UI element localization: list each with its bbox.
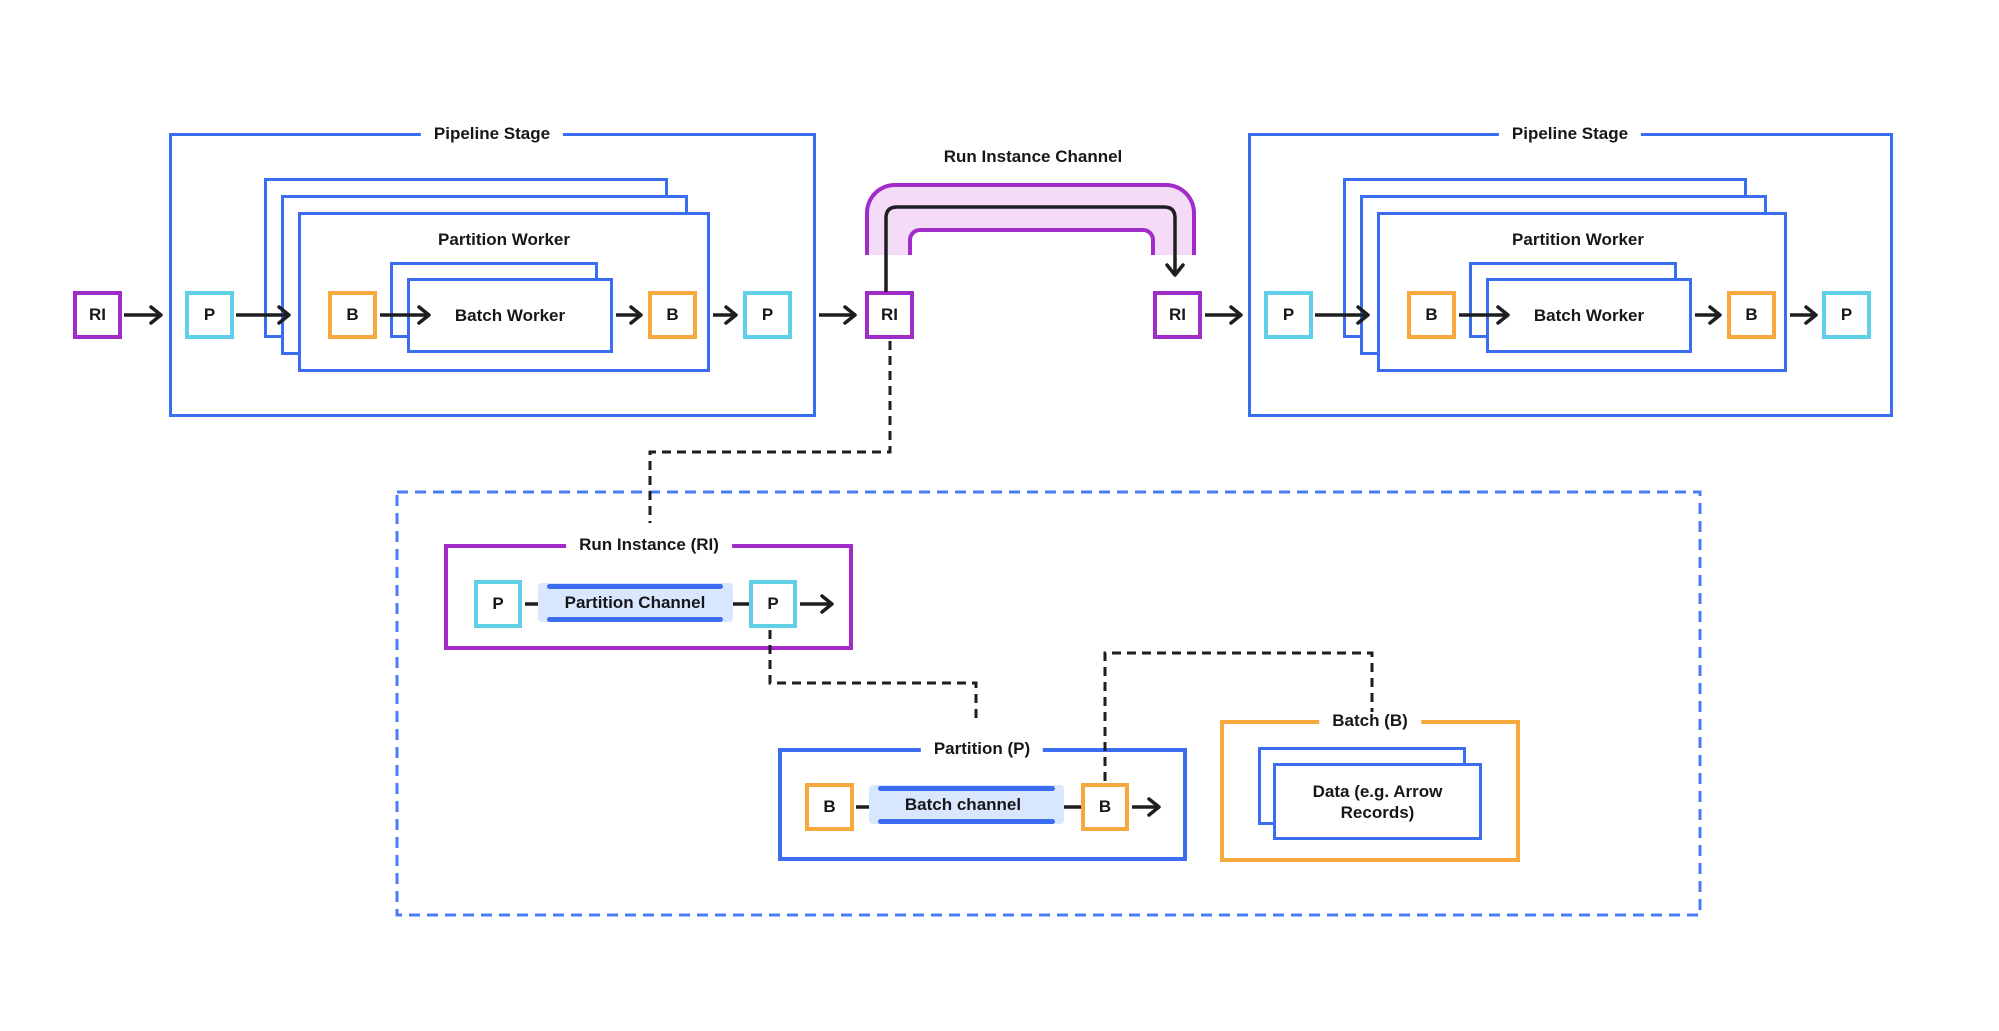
ri-node-channel-out: RI — [1153, 291, 1202, 339]
b-letter: B — [666, 305, 679, 324]
p-node-detail-out: P — [749, 580, 797, 628]
p-letter: P — [761, 305, 774, 324]
partition-worker-label-right: Partition Worker — [1512, 230, 1644, 249]
b-node-left-out: B — [648, 291, 697, 339]
ri-node-channel-in: RI — [865, 291, 914, 339]
p-node-right-in: P — [1264, 291, 1313, 339]
b-node-right-out: B — [1727, 291, 1776, 339]
b-node-left-in: B — [328, 291, 377, 339]
run-instance-detail-title: Run Instance (RI) — [566, 534, 732, 556]
p-node-right-out: P — [1822, 291, 1871, 339]
batch-worker-box-left — [407, 278, 613, 353]
run-instance-channel-label: Run Instance Channel — [943, 147, 1123, 166]
batch-worker-box-right — [1486, 278, 1692, 353]
b-letter: B — [1425, 305, 1438, 324]
partition-worker-label-left: Partition Worker — [438, 230, 570, 249]
data-box: Data (e.g. Arrow Records) — [1273, 763, 1482, 840]
p-letter: P — [767, 594, 779, 613]
partition-detail-title: Partition (P) — [920, 738, 1044, 760]
b-letter: B — [1098, 797, 1112, 816]
b-letter: B — [346, 305, 359, 324]
p-node-left-in: P — [185, 291, 234, 339]
p-letter: P — [492, 594, 504, 613]
pipeline-stage-right-title: Pipeline Stage — [1498, 123, 1642, 145]
partition-channel-bar-bottom — [547, 617, 723, 622]
b-node-detail-out: B — [1081, 783, 1129, 831]
run-instance-channel-pipe-hole — [908, 228, 1155, 255]
ri-node-input: RI — [73, 291, 122, 339]
partition-channel-label: Partition Channel — [564, 593, 706, 612]
batch-channel-bar-bottom — [878, 819, 1055, 824]
batch-detail-title: Batch (B) — [1319, 710, 1421, 732]
ri-letter: RI — [1169, 305, 1186, 324]
ri-letter: RI — [89, 305, 106, 324]
batch-worker-label-left: Batch Worker — [454, 306, 566, 325]
b-letter: B — [1745, 305, 1758, 324]
batch-channel-bar-top — [878, 786, 1055, 791]
ri-letter: RI — [881, 305, 898, 324]
data-label: Data (e.g. Arrow Records) — [1312, 781, 1443, 822]
p-node-detail-in: P — [474, 580, 522, 628]
p-letter: P — [203, 305, 216, 324]
batch-channel-label: Batch channel — [904, 795, 1022, 814]
p-node-left-out: P — [743, 291, 792, 339]
b-node-detail-in: B — [805, 783, 854, 831]
pipeline-stage-left-title: Pipeline Stage — [420, 123, 564, 145]
p-letter: P — [1840, 305, 1853, 324]
batch-worker-label-right: Batch Worker — [1533, 306, 1645, 325]
b-node-right-in: B — [1407, 291, 1456, 339]
p-letter: P — [1282, 305, 1295, 324]
partition-channel-bar-top — [547, 584, 723, 589]
b-letter: B — [823, 797, 836, 816]
